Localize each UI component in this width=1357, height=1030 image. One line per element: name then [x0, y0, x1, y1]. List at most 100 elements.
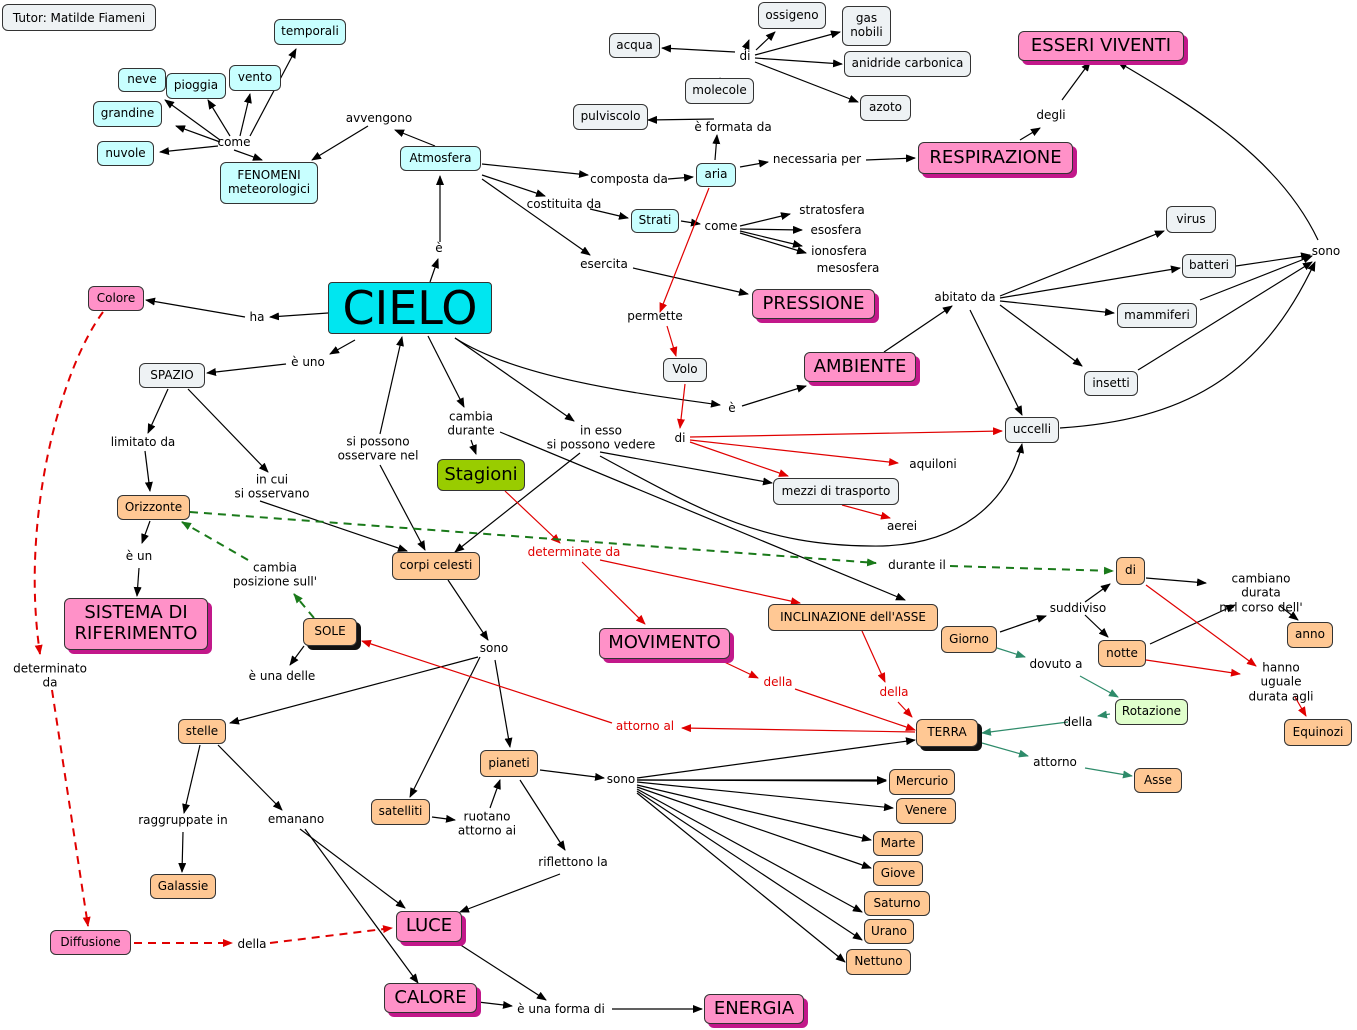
node-mercurio[interactable]: Mercurio: [889, 769, 955, 795]
link-phrase-cambia-durante: cambia durante: [447, 409, 495, 438]
node-pressione[interactable]: PRESSIONE: [752, 289, 875, 319]
node-equinozi[interactable]: Equinozi: [1284, 719, 1352, 746]
node-calore[interactable]: CALORE: [384, 983, 477, 1013]
connector-arrow: [144, 450, 153, 492]
link-phrase-in-cui: in cui si osservano: [234, 472, 310, 501]
node-colore[interactable]: Colore: [88, 286, 144, 311]
node-cielo[interactable]: CIELO: [328, 281, 492, 334]
connector-arrow: [304, 828, 419, 984]
node-urano[interactable]: Urano: [864, 919, 914, 944]
connector-arrow: [1137, 261, 1313, 371]
node-anidride[interactable]: anidride carbonica: [844, 51, 971, 77]
node-pulviscolo[interactable]: pulviscolo: [573, 104, 648, 130]
node-rotazione[interactable]: Rotazione: [1115, 699, 1188, 725]
node-asse[interactable]: Asse: [1134, 768, 1182, 793]
node-mammiferi[interactable]: mammiferi: [1117, 303, 1197, 328]
node-nuvole[interactable]: nuvole: [97, 141, 154, 166]
node-giove[interactable]: Giove: [873, 861, 923, 886]
node-stelle[interactable]: stelle: [178, 719, 226, 744]
link-phrase-aerei: aerei: [886, 518, 918, 533]
connector-arrow: [794, 688, 916, 731]
node-inclinazione[interactable]: INCLINAZIONE dell'ASSE: [768, 604, 938, 631]
link-phrase-cambia-pos: cambia posizione sull': [232, 560, 318, 589]
connector-arrow: [1084, 583, 1111, 603]
connector-arrow: [489, 779, 501, 809]
node-ossigeno[interactable]: ossigeno: [758, 2, 826, 29]
node-azoto[interactable]: azoto: [860, 95, 911, 121]
node-movimento[interactable]: MOVIMENTO: [599, 628, 730, 659]
node-pianeti[interactable]: pianeti: [480, 750, 538, 777]
node-terra[interactable]: TERRA: [916, 719, 978, 747]
node-gas-nobili[interactable]: gas nobili: [842, 6, 891, 46]
node-temporali[interactable]: temporali: [274, 19, 346, 45]
node-grandine[interactable]: grandine: [93, 101, 162, 127]
link-phrase-riflettono: riflettono la: [538, 854, 608, 869]
node-strati[interactable]: Strati: [631, 209, 679, 233]
node-neve[interactable]: neve: [118, 68, 166, 92]
node-sole[interactable]: SOLE: [303, 618, 357, 646]
connector-arrow: [133, 567, 142, 597]
connector-arrow: [311, 125, 369, 161]
link-phrase-esercita: esercita: [580, 256, 628, 271]
node-aria[interactable]: aria: [696, 163, 736, 187]
connector-arrow: [1279, 605, 1299, 621]
node-molecole[interactable]: molecole: [685, 78, 754, 104]
node-volo[interactable]: Volo: [663, 358, 707, 382]
node-respirazione[interactable]: RESPIRAZIONE: [918, 142, 1073, 174]
node-stagioni[interactable]: Stagioni: [437, 459, 525, 491]
connector-arrow: [659, 187, 710, 313]
node-marte[interactable]: Marte: [873, 831, 923, 856]
node-corpi[interactable]: corpi celesti: [392, 552, 480, 580]
link-phrase-e-un: è un: [125, 548, 153, 563]
node-giorno[interactable]: Giorno: [941, 626, 997, 653]
connector-arrow: [141, 520, 151, 544]
node-batteri[interactable]: batteri: [1182, 254, 1236, 278]
connector-arrow: [861, 630, 886, 683]
node-anno[interactable]: anno: [1287, 622, 1333, 648]
node-saturno[interactable]: Saturno: [864, 891, 930, 916]
node-pioggia[interactable]: pioggia: [166, 73, 226, 99]
link-phrase-ruotano: ruotano attorno ai: [457, 809, 517, 838]
node-venere[interactable]: Venere: [896, 798, 956, 824]
node-notte[interactable]: notte: [1098, 640, 1146, 667]
connector-arrow: [229, 656, 479, 725]
connector-arrow: [1235, 252, 1311, 267]
link-phrase-forma: è una forma di: [517, 1001, 605, 1016]
connector-arrow: [189, 511, 877, 567]
link-phrase-ionosfera: ionosfera: [811, 243, 867, 258]
link-phrase-in-esso: in esso si possono vedere: [546, 423, 656, 452]
node-acqua[interactable]: acqua: [609, 33, 660, 58]
node-nettuno[interactable]: Nettuno: [846, 949, 911, 975]
node-galassie[interactable]: Galassie: [150, 874, 216, 899]
node-di-node[interactable]: di: [1116, 557, 1145, 585]
node-spazio[interactable]: SPAZIO: [139, 363, 205, 388]
connector-arrow: [754, 57, 843, 68]
connector-arrow: [632, 267, 749, 296]
connector-arrow: [239, 93, 252, 137]
node-fenomeni[interactable]: FENOMENI meteorologici: [220, 162, 318, 204]
link-phrase-costituita: costituita da: [526, 196, 602, 211]
connector-arrow: [739, 225, 803, 234]
node-ambiente[interactable]: AMBIENTE: [804, 352, 916, 382]
connector-arrow: [865, 154, 916, 163]
node-virus[interactable]: virus: [1166, 206, 1216, 233]
node-mezzi[interactable]: mezzi di trasporto: [773, 478, 899, 505]
node-vento[interactable]: vento: [229, 65, 281, 91]
node-diffusione[interactable]: Diffusione: [50, 930, 131, 955]
connector-arrow: [969, 309, 1023, 416]
link-phrase-sono2: sono: [479, 640, 509, 655]
node-orizzonte[interactable]: Orizzonte: [117, 495, 190, 520]
node-uccelli[interactable]: uccelli: [1005, 417, 1059, 443]
node-luce[interactable]: LUCE: [396, 911, 462, 942]
link-phrase-cambiano: cambiano durata nel corso dell': [1219, 571, 1303, 615]
connector-arrow: [689, 441, 789, 477]
node-sistema[interactable]: SISTEMA DI RIFERIMENTO: [64, 598, 208, 650]
node-energia[interactable]: ENERGIA: [704, 994, 804, 1024]
node-satelliti[interactable]: satelliti: [371, 799, 430, 825]
node-insetti[interactable]: insetti: [1084, 371, 1138, 396]
connector-arrow: [949, 565, 1114, 575]
connector-arrow: [999, 615, 1047, 633]
node-esseri-viventi[interactable]: ESSERI VIVENTI: [1018, 31, 1184, 61]
connector-arrow: [1149, 604, 1236, 645]
node-atmosfera[interactable]: Atmosfera: [400, 146, 481, 171]
